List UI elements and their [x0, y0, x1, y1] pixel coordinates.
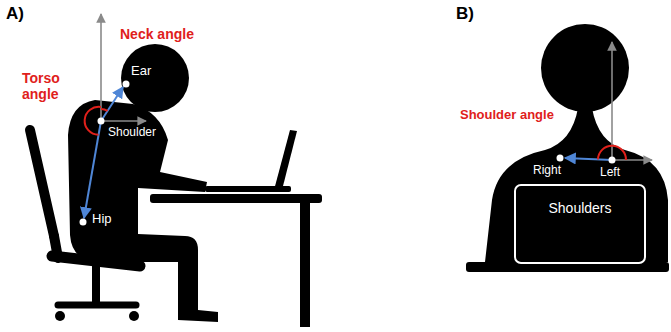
- panel-letter: A): [6, 4, 24, 24]
- person-front: [466, 24, 669, 272]
- laptop-screen: Shoulders: [514, 184, 646, 264]
- point-label: Ear: [131, 64, 151, 79]
- measurement-lines: [80, 14, 147, 226]
- laptop-side: [205, 130, 297, 192]
- person-side: [68, 44, 218, 322]
- panel-letter: B): [456, 4, 474, 24]
- point-label: Left: [600, 166, 620, 180]
- angle-label: Torso angle: [22, 70, 68, 102]
- measurement-lines-front: [557, 42, 653, 164]
- angle-label: Neck angle: [120, 26, 194, 42]
- angle-label: Shoulder angle: [460, 108, 554, 123]
- point-label: Right: [533, 164, 561, 178]
- point-label: Hip: [92, 212, 112, 227]
- screen-text: Shoulders: [522, 200, 638, 216]
- point-label: Shoulder: [108, 126, 156, 140]
